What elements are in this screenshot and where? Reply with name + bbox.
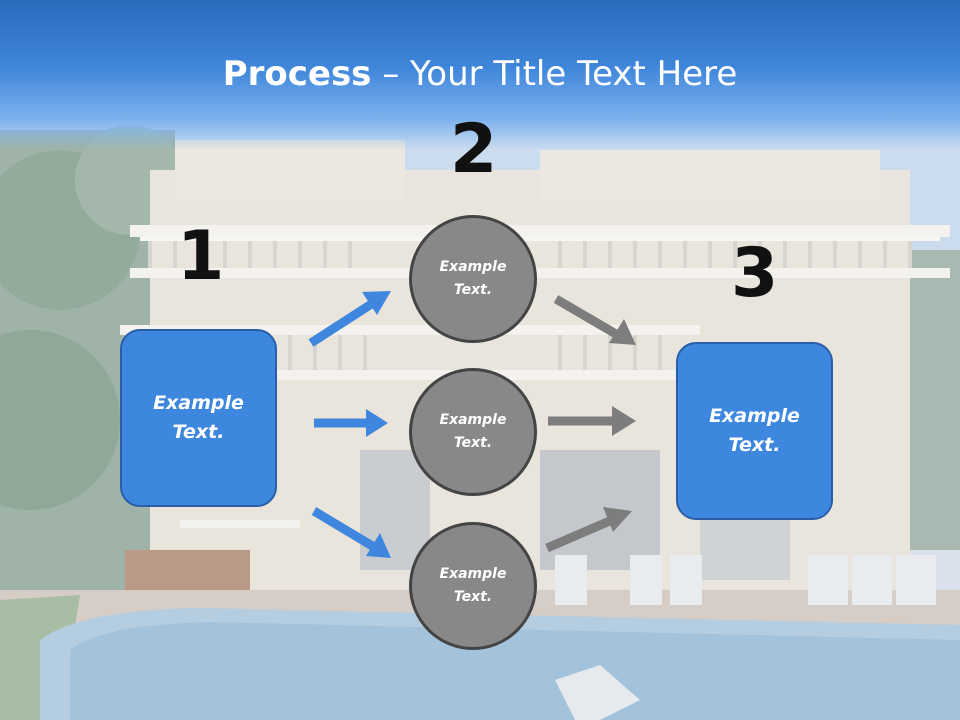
arrow-left-to-circle-3 [311,507,391,558]
right-box-line2: Text. [728,434,781,456]
right-box-line1: Example [709,405,800,427]
arrow-circle-3-to-right [545,507,632,553]
process-circle-3[interactable]: Example Text. [409,522,537,650]
title-bold: Process [222,54,372,94]
slide-title: Process – Your Title Text Here [0,52,960,96]
circle-1-line2: Text. [453,282,493,298]
title-band [0,0,960,150]
circle-2-line1: Example [439,412,507,428]
process-circle-1[interactable]: Example Text. [409,215,537,343]
arrow-circle-1-to-right [553,295,636,345]
step-number-1: 1 [177,217,225,296]
title-rest: – Your Title Text Here [371,54,738,94]
circle-2-line2: Text. [453,435,493,451]
circle-3-line1: Example [439,566,507,582]
arrow-circle-2-to-right [548,406,636,436]
step-number-3: 3 [731,234,779,313]
step-number-2: 2 [450,110,498,189]
left-box-line2: Text. [172,421,225,443]
circle-3-line2: Text. [453,589,493,605]
arrow-left-to-circle-1 [308,291,391,347]
arrow-left-to-circle-2 [314,409,388,437]
left-box-line1: Example [153,392,244,414]
left-text-box[interactable]: Example Text. [120,329,277,507]
right-text-box[interactable]: Example Text. [676,342,833,520]
circle-1-line1: Example [439,259,507,275]
process-circle-2[interactable]: Example Text. [409,368,537,496]
